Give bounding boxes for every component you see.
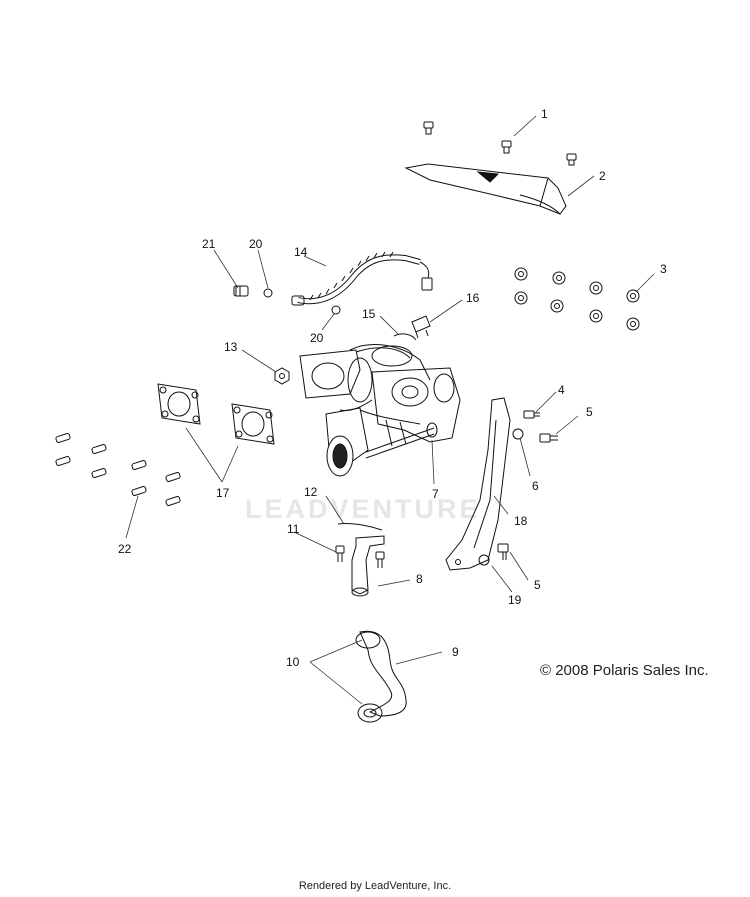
callout-3: 3 — [660, 262, 667, 276]
callout-19: 19 — [508, 593, 522, 607]
bolt-part — [335, 410, 558, 568]
bracket-part — [445, 397, 511, 571]
oring-part — [337, 523, 383, 531]
leader-lines — [125, 115, 655, 705]
callout-2: 2 — [599, 169, 606, 183]
callout-7: 7 — [432, 487, 439, 501]
callout-18: 18 — [514, 514, 528, 528]
callout-1: 1 — [541, 107, 548, 121]
nut-part — [274, 367, 290, 385]
fitting-part — [411, 315, 431, 339]
callout-8: 8 — [416, 572, 423, 586]
callout-4: 4 — [558, 383, 565, 397]
banjo-bolt-part — [233, 285, 249, 297]
stud-part — [55, 433, 181, 506]
callout-9: 9 — [452, 645, 459, 659]
washer-part — [512, 428, 524, 440]
callout-14: 14 — [294, 245, 308, 259]
callout-5b: 5 — [534, 578, 541, 592]
gasket-part — [157, 383, 275, 445]
callout-10: 10 — [286, 655, 300, 669]
oil-line-part — [291, 251, 433, 306]
callout-5: 5 — [586, 405, 593, 419]
hose-part — [355, 630, 407, 723]
heat-shield-part — [404, 163, 567, 215]
callout-20: 20 — [249, 237, 263, 251]
drain-tube-part — [351, 535, 385, 597]
footer-text: Rendered by LeadVenture, Inc. — [298, 880, 452, 892]
washer-part — [263, 288, 273, 298]
callout-20b: 20 — [310, 331, 324, 345]
callout-12: 12 — [304, 485, 318, 499]
callout-21: 21 — [202, 237, 216, 251]
turbocharger-part — [299, 344, 461, 477]
callout-13: 13 — [224, 340, 238, 354]
callout-22: 22 — [118, 542, 132, 556]
callout-17: 17 — [216, 486, 230, 500]
callout-11: 11 — [287, 522, 300, 536]
clip-part — [393, 333, 417, 341]
washer-part — [331, 305, 341, 315]
copyright-text: © 2008 Polaris Sales Inc. — [540, 662, 709, 679]
screw-part — [423, 121, 577, 166]
callout-6: 6 — [532, 479, 539, 493]
nut-part — [514, 267, 640, 331]
watermark: LEADVENTURE — [245, 494, 481, 524]
washer-part — [478, 554, 490, 566]
callout-15: 15 — [362, 307, 376, 321]
callout-16: 16 — [466, 291, 480, 305]
